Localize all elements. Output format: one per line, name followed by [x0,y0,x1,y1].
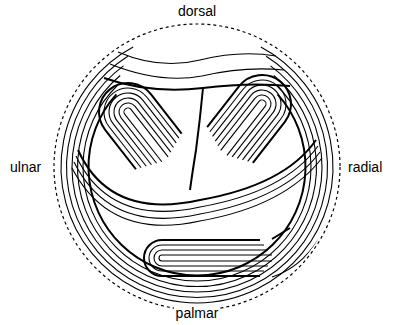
outer-ridge [72,66,322,292]
loop-ridge [159,255,272,261]
delta-ridge [272,228,290,239]
loop-ridge [101,85,176,166]
loop-ridge [215,84,281,158]
wrap-ridge [76,146,318,211]
outer-ridge [67,56,328,297]
loop-ridge [108,92,173,164]
delta-ridge [190,88,203,190]
loop-ridge [144,240,260,276]
wrap-ridge [74,152,320,218]
loop-ridge [221,98,268,155]
ridge-group [61,47,333,303]
loop-ridge [213,77,289,159]
wrap-ridge [272,240,318,277]
lower-loop [144,240,272,276]
direction-label: palmar [174,305,221,321]
loop-ridge [149,245,264,271]
left-loop [87,71,187,177]
wrap-ridge [72,158,322,225]
loop-ridge [154,250,268,266]
direction-label: dorsal [176,3,218,19]
top-ridge [118,52,276,64]
loop-ridge [87,71,181,169]
direction-label: ulnar [8,159,43,175]
outline-circle [54,24,340,310]
direction-label: radial [346,159,384,175]
outer-ridge [61,47,333,303]
loop-ridge [207,63,303,163]
wrap-ridge [78,140,316,204]
right-loop [201,63,303,170]
outer-ridge [77,75,316,286]
outer-ridge [83,85,311,281]
